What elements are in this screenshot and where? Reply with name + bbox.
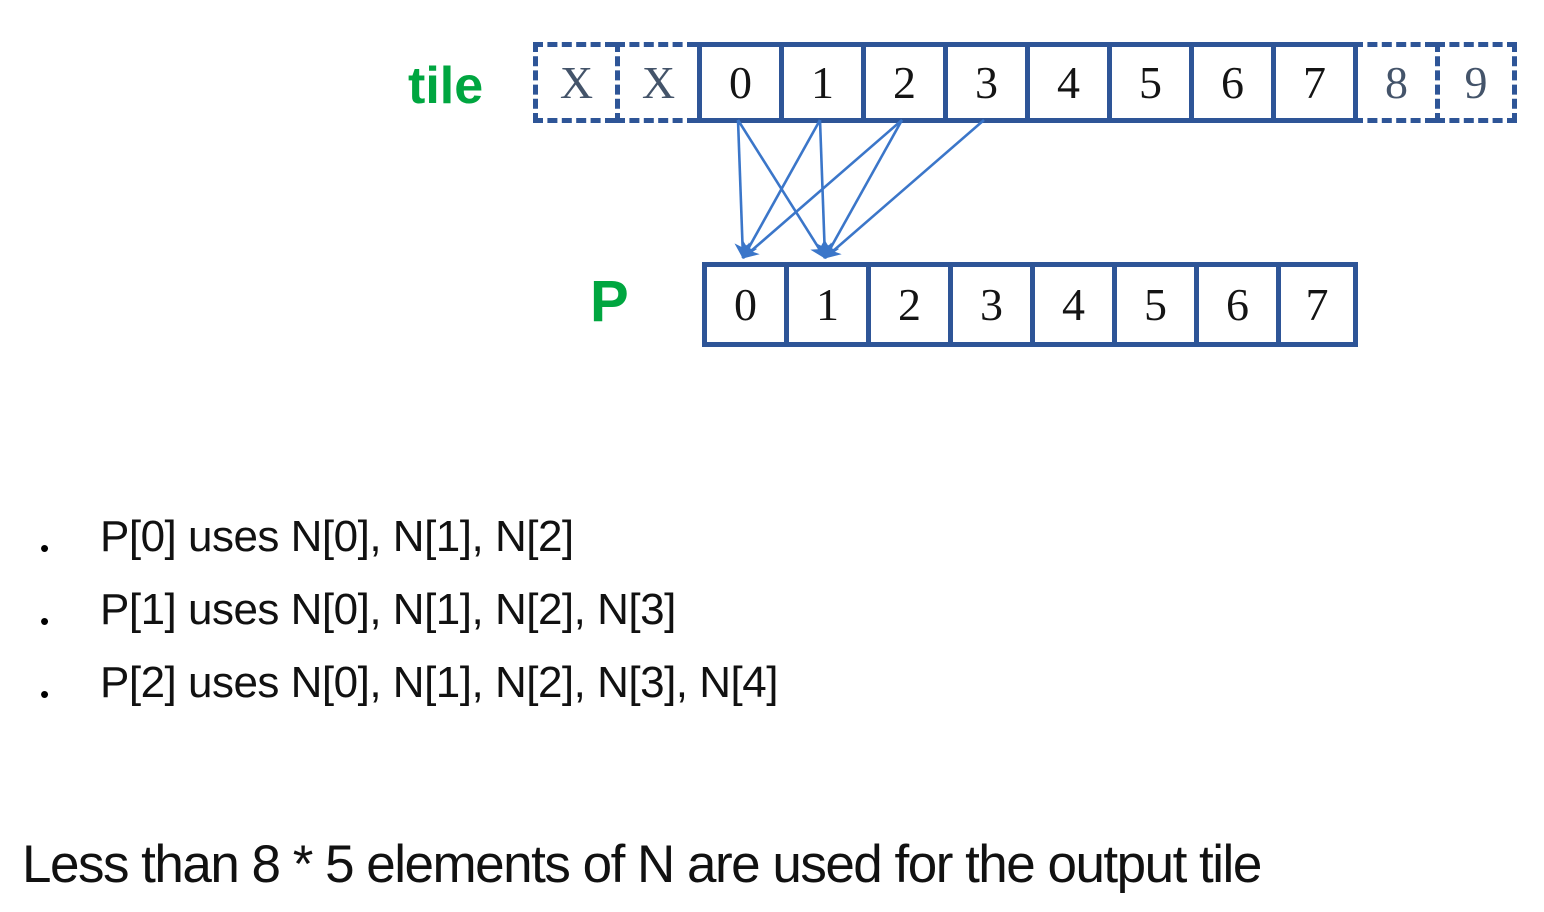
p-cell: 6 [1194,262,1276,347]
bullet-dot-icon: • [40,679,49,709]
bullet-item: • P[1] uses N[0], N[1], N[2], N[3] [30,585,778,658]
bullet-item: • P[2] uses N[0], N[1], N[2], N[3], N[4] [30,658,778,731]
tile-cell: X [615,42,697,123]
tile-cell: 9 [1435,42,1517,123]
p-cell: 7 [1276,262,1358,347]
tile-cell: 6 [1189,42,1271,123]
tile-cell: 4 [1025,42,1107,123]
p-cell: 5 [1112,262,1194,347]
bullet-item: • P[0] uses N[0], N[1], N[2] [30,512,778,585]
bullet-dot-icon: • [40,606,49,636]
bullet-text: P[2] uses N[0], N[1], N[2], N[3], N[4] [100,658,778,707]
tile-cell: 1 [779,42,861,123]
tile-cell: X [533,42,615,123]
tile-cell: 7 [1271,42,1353,123]
bullet-list: • P[0] uses N[0], N[1], N[2] • P[1] uses… [30,512,778,731]
tile-cell: 0 [697,42,779,123]
tile-array: X X 0 1 2 3 4 5 6 7 8 9 [533,42,1517,123]
bullet-dot-icon: • [40,533,49,563]
tile-array-label: tile [408,57,484,115]
p-cell: 0 [702,262,784,347]
bullet-text: P[1] uses N[0], N[1], N[2], N[3] [100,585,676,634]
tile-cell: 3 [943,42,1025,123]
p-cell: 4 [1030,262,1112,347]
tile-cell: 5 [1107,42,1189,123]
p-cell: 1 [784,262,866,347]
p-cell: 2 [866,262,948,347]
tile-cell: 2 [861,42,943,123]
p-cell: 3 [948,262,1030,347]
p-array: 0 1 2 3 4 5 6 7 [702,262,1358,347]
bullet-text: P[0] uses N[0], N[1], N[2] [100,512,574,561]
p-array-label: P [590,269,629,334]
tile-cell: 8 [1353,42,1435,123]
footer-text: Less than 8 * 5 elements of N are used f… [22,835,1262,894]
